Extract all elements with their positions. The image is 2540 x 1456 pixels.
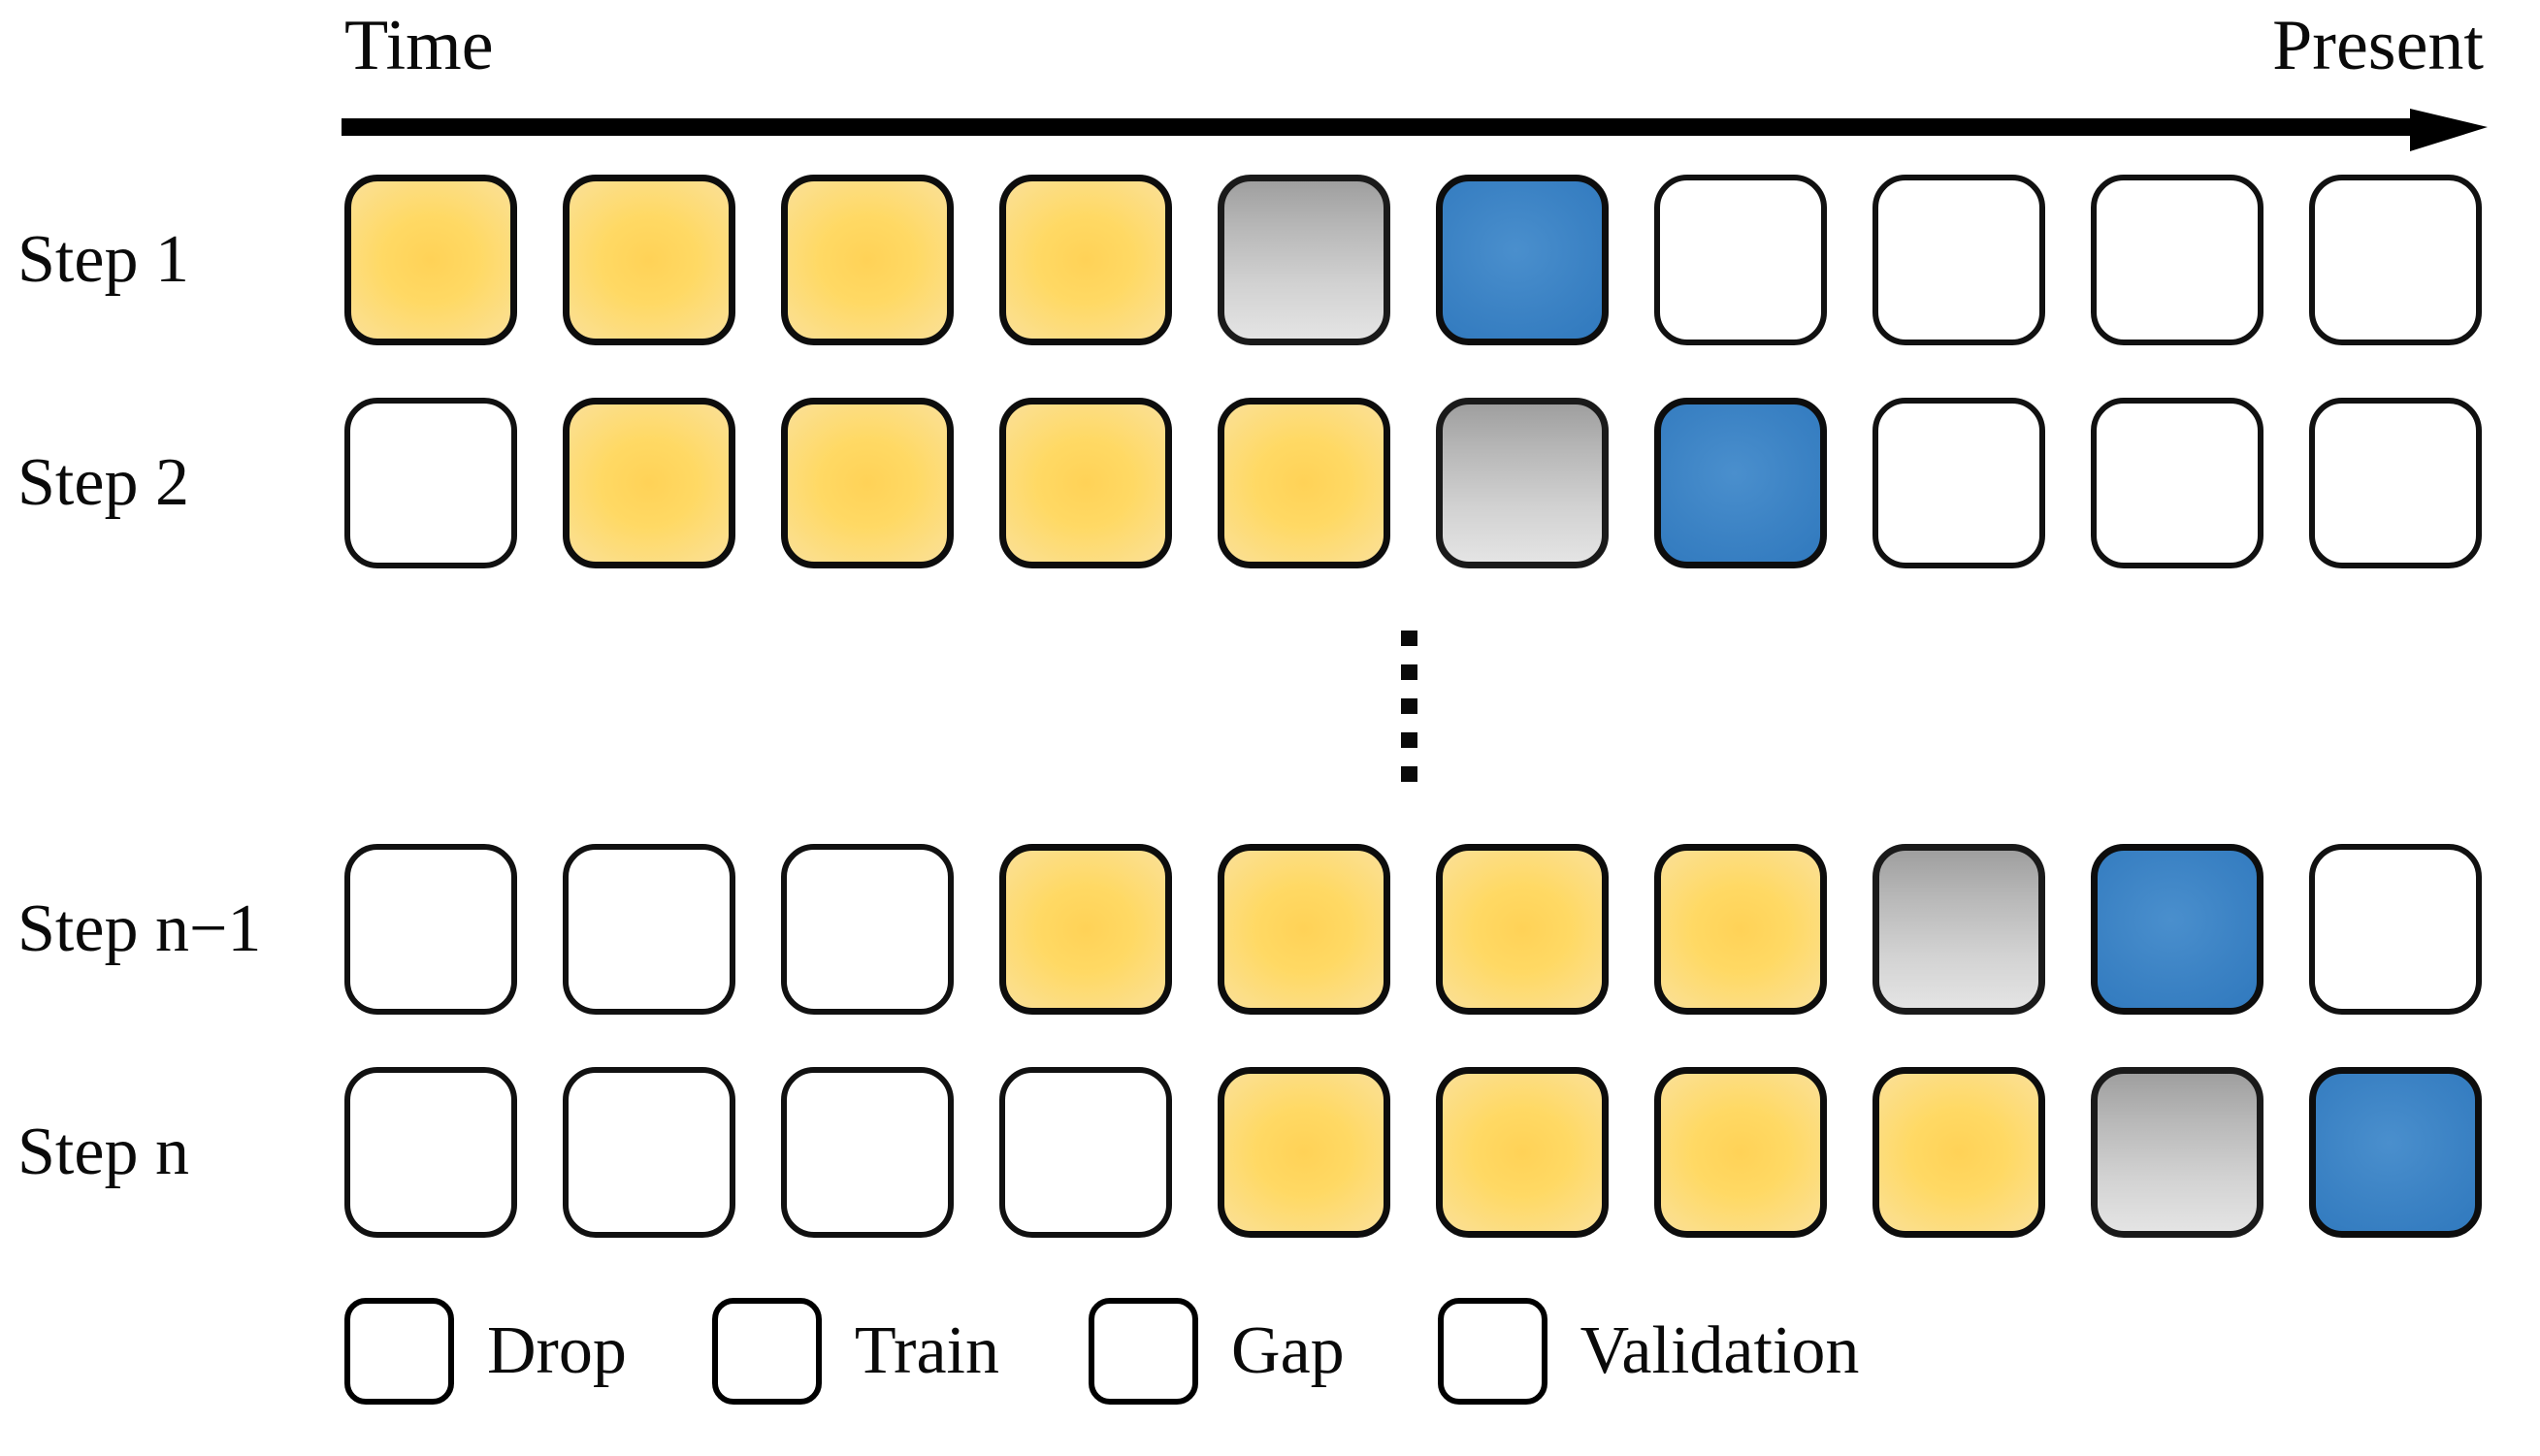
legend-label-validation: Validation [1579,1313,1860,1388]
cell-stepn-c8[interactable] [1872,1067,2045,1238]
right-arrow-icon [342,109,2488,151]
legend-item-gap: Gap [1089,1298,1345,1405]
row-cells [344,175,2482,345]
cell-stepn1-c9[interactable] [2091,844,2263,1015]
cell-stepn-c3[interactable] [781,1067,954,1238]
legend-label-gap: Gap [1231,1313,1345,1388]
vertical-dots-icon [1401,631,1417,782]
drop-swatch-icon [344,1298,454,1405]
cell-stepn-c6[interactable] [1436,1067,1609,1238]
ellipsis-dot [1401,732,1417,748]
legend-item-validation: Validation [1437,1298,1860,1405]
cell-stepn1-c8[interactable] [1872,844,2045,1015]
legend-label-train: Train [854,1313,1000,1388]
cell-step1-c2[interactable] [563,175,735,345]
cell-step2-c1[interactable] [344,398,517,568]
cell-stepn-c2[interactable] [563,1067,735,1238]
gap-swatch-icon [1089,1298,1199,1405]
cell-step1-c8[interactable] [1872,175,2045,345]
ellipsis-dot [1401,631,1417,646]
cell-step2-c3[interactable] [781,398,954,568]
cell-step1-c6[interactable] [1436,175,1609,345]
cell-step2-c7[interactable] [1654,398,1827,568]
table-row: Step n [0,1067,2540,1238]
cell-step1-c4[interactable] [999,175,1172,345]
row-label-step-2: Step 2 [17,445,189,520]
time-axis-end-label: Present [2272,6,2484,85]
row-label-step-1: Step 1 [17,222,189,297]
table-row: Step 1 [0,175,2540,345]
cell-step1-c7[interactable] [1654,175,1827,345]
legend-label-drop: Drop [487,1313,627,1388]
cell-stepn1-c3[interactable] [781,844,954,1015]
cell-step2-c8[interactable] [1872,398,2045,568]
ellipsis-dot [1401,698,1417,714]
time-axis-start-label: Time [344,6,494,85]
cell-stepn-c10[interactable] [2309,1067,2482,1238]
cell-stepn1-c5[interactable] [1218,844,1390,1015]
cell-step1-c10[interactable] [2309,175,2482,345]
cell-stepn-c5[interactable] [1218,1067,1390,1238]
cell-stepn-c9[interactable] [2091,1067,2263,1238]
validation-swatch-icon [1437,1298,1547,1405]
cell-step2-c6[interactable] [1436,398,1609,568]
cell-step1-c9[interactable] [2091,175,2263,345]
cell-step1-c1[interactable] [344,175,517,345]
cell-stepn1-c1[interactable] [344,844,517,1015]
cell-stepn-c4[interactable] [999,1067,1172,1238]
row-cells [344,1067,2482,1238]
ellipsis-dot [1401,766,1417,782]
cell-stepn1-c10[interactable] [2309,844,2482,1015]
ellipsis-dot [1401,664,1417,680]
cell-stepn1-c4[interactable] [999,844,1172,1015]
cell-stepn1-c2[interactable] [563,844,735,1015]
legend: Drop Train Gap Validation [344,1298,1859,1405]
cell-stepn-c7[interactable] [1654,1067,1827,1238]
train-swatch-icon [711,1298,822,1405]
legend-item-train: Train [711,1298,1000,1405]
cell-stepn1-c6[interactable] [1436,844,1609,1015]
row-cells [344,844,2482,1015]
cell-stepn-c1[interactable] [344,1067,517,1238]
cell-step2-c5[interactable] [1218,398,1390,568]
legend-item-drop: Drop [344,1298,627,1405]
row-label-step-n-minus-1: Step n−1 [17,891,262,966]
cell-step2-c10[interactable] [2309,398,2482,568]
row-cells [344,398,2482,568]
cell-step1-c3[interactable] [781,175,954,345]
cell-step2-c9[interactable] [2091,398,2263,568]
table-row: Step 2 [0,398,2540,568]
cell-stepn1-c7[interactable] [1654,844,1827,1015]
cell-step2-c2[interactable] [563,398,735,568]
row-label-step-n: Step n [17,1115,189,1189]
table-row: Step n−1 [0,844,2540,1015]
cell-step2-c4[interactable] [999,398,1172,568]
cell-step1-c5[interactable] [1218,175,1390,345]
